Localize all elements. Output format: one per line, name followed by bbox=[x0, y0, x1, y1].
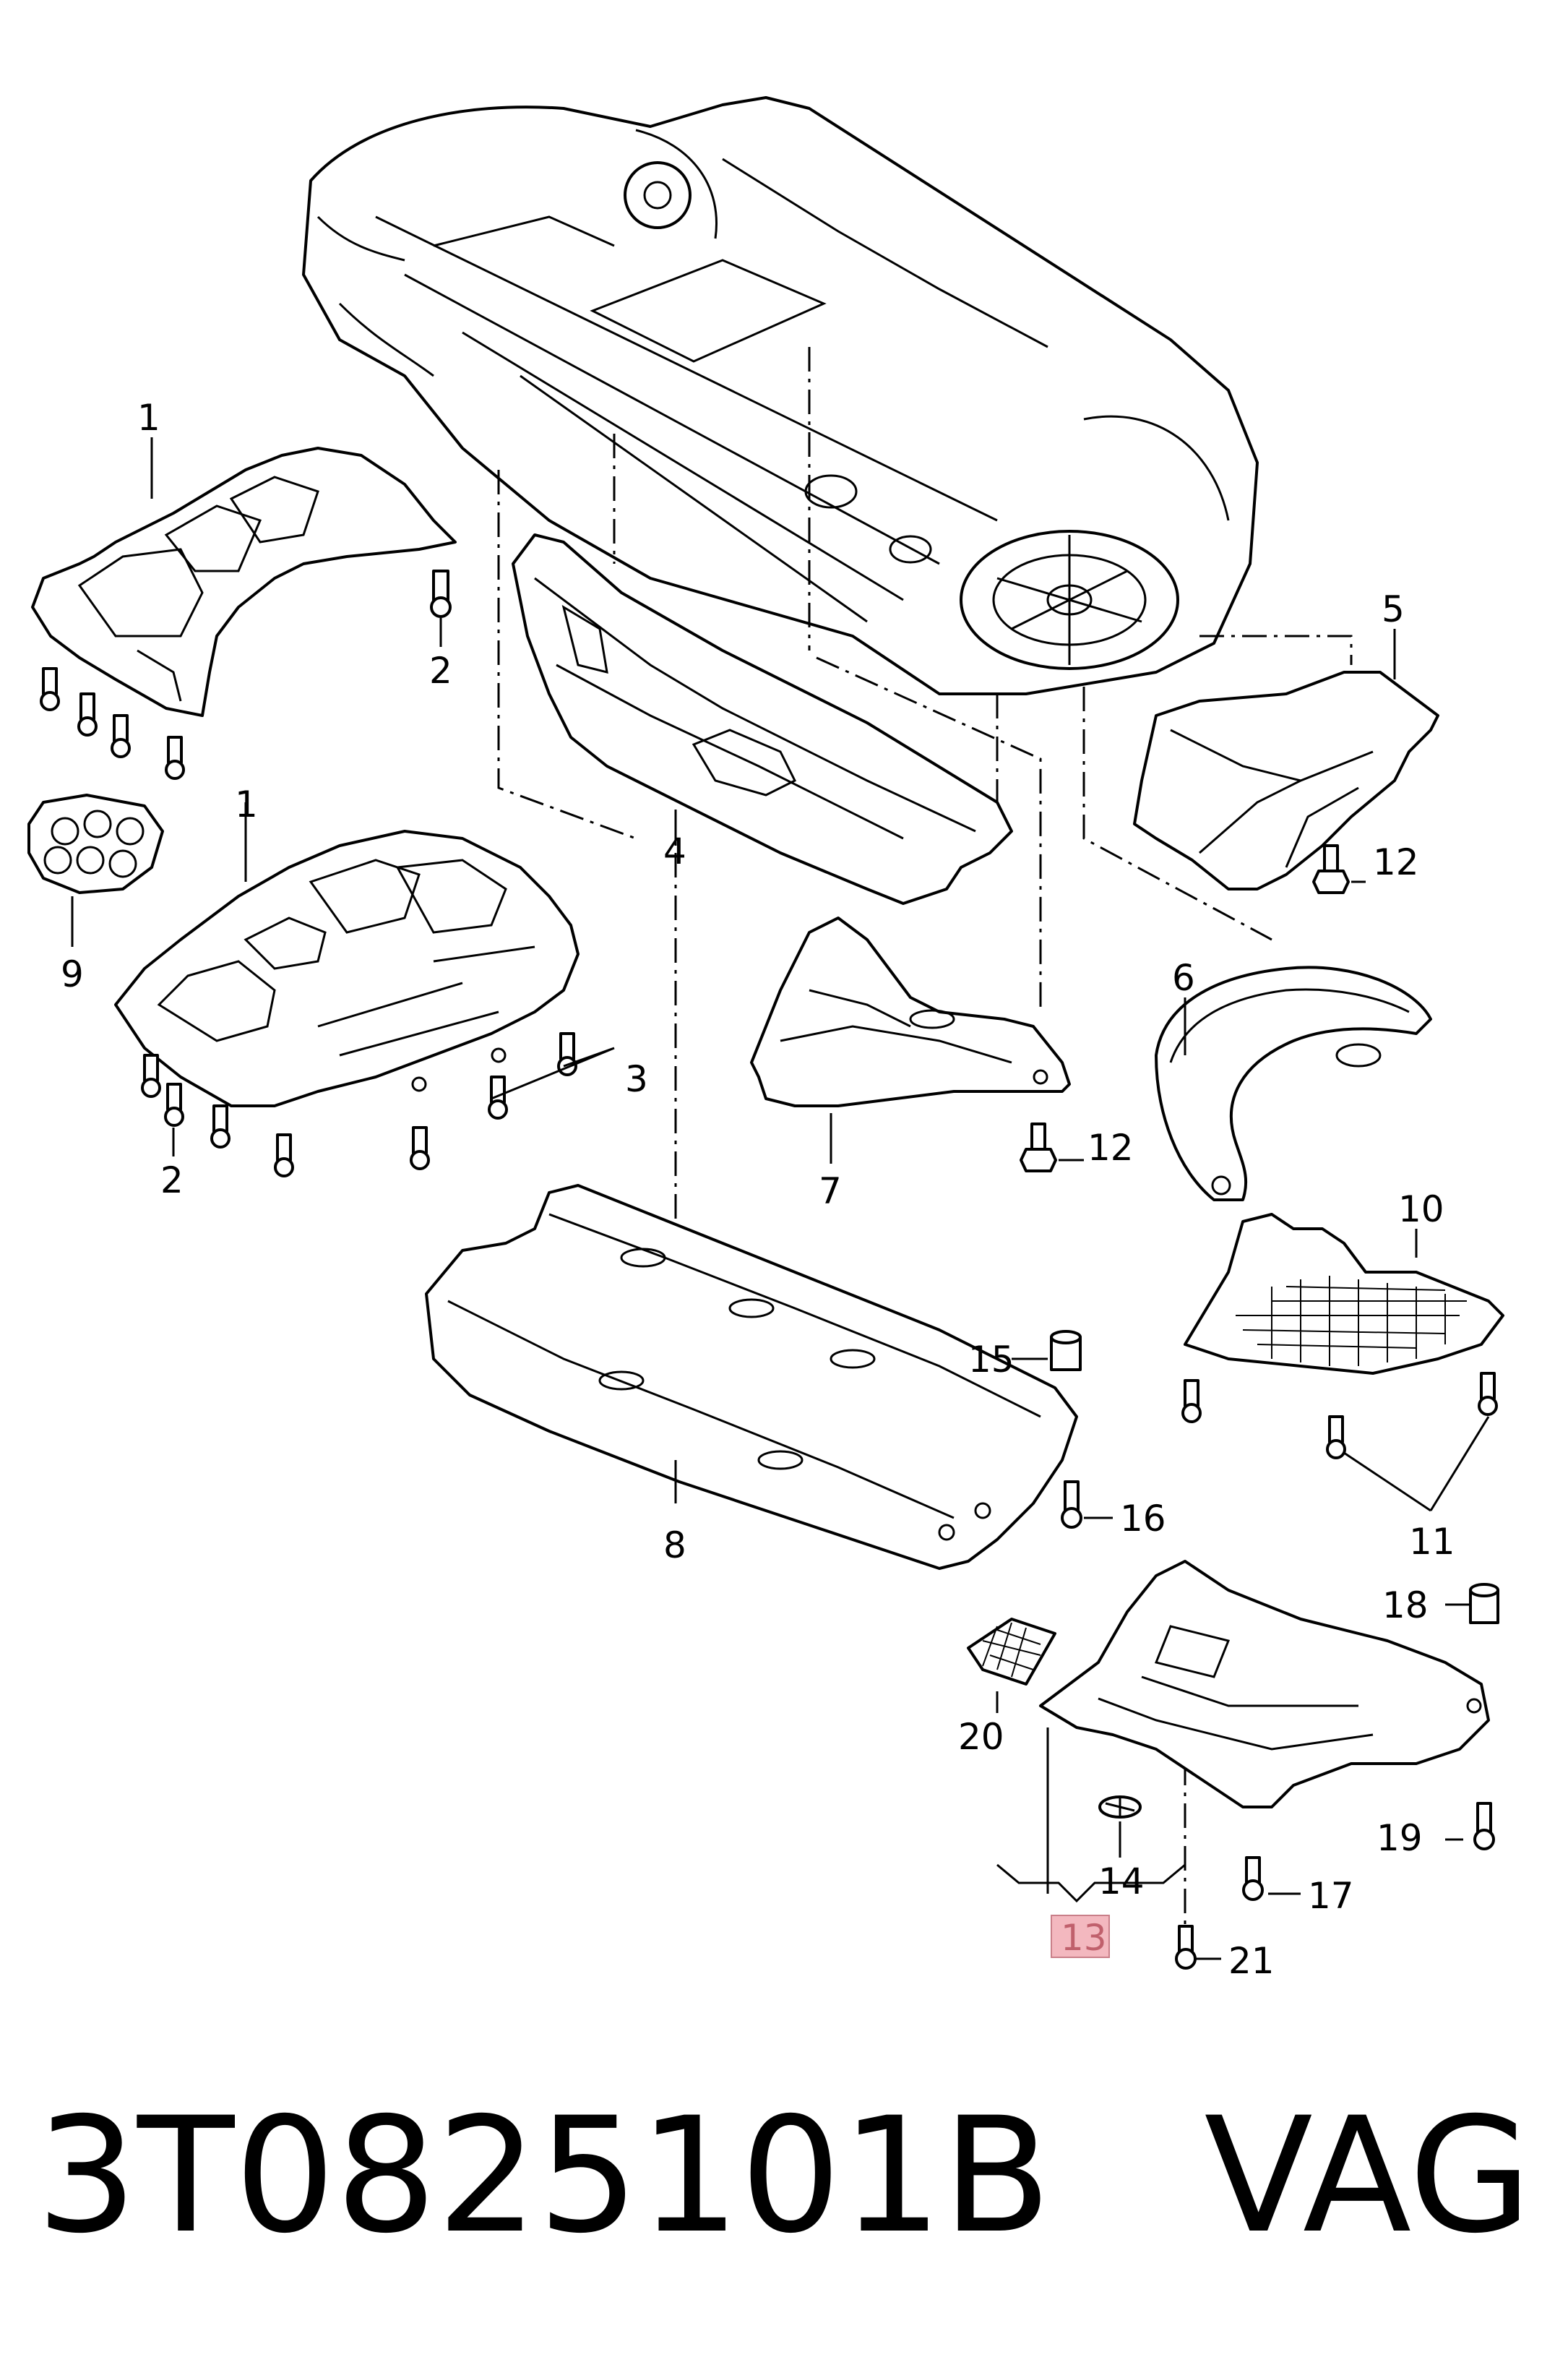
callout-1-lower: 1 bbox=[235, 784, 258, 825]
screw-icon bbox=[488, 1076, 508, 1120]
screw-icon bbox=[1175, 1925, 1197, 1970]
part-4-tunnel-cover bbox=[512, 533, 1013, 905]
callout-3: 3 bbox=[625, 1058, 648, 1100]
leader-lines bbox=[71, 437, 1490, 1960]
callout-6: 6 bbox=[1172, 957, 1195, 999]
screw-icon bbox=[1242, 1856, 1264, 1901]
screw-icon bbox=[430, 570, 452, 618]
callout-14: 14 bbox=[1098, 1860, 1145, 1902]
callout-7: 7 bbox=[819, 1170, 842, 1212]
part-14-clip bbox=[1098, 1795, 1142, 1819]
part-5-heat-shield bbox=[1133, 671, 1439, 890]
screw-icon bbox=[1181, 1379, 1202, 1423]
screw-icon bbox=[141, 1054, 161, 1098]
callout-2-upper: 2 bbox=[429, 650, 452, 692]
callouts: 1 2 1 9 2 3 4 5 12 6 7 12 8 10 11 15 16 … bbox=[61, 397, 1455, 1982]
screw-icon bbox=[77, 692, 98, 737]
screw-icon bbox=[1473, 1802, 1495, 1850]
screw-icon bbox=[1478, 1372, 1498, 1416]
screw-icon bbox=[1061, 1480, 1082, 1529]
part-1-upper-engine-guard bbox=[31, 447, 457, 717]
brand-label: VAG bbox=[1204, 2083, 1532, 2268]
callout-4: 4 bbox=[663, 830, 686, 872]
callout-20: 20 bbox=[958, 1716, 1004, 1758]
screw-icon bbox=[410, 1126, 430, 1170]
part-10-mesh-shield bbox=[1184, 1213, 1504, 1375]
part-7-shield bbox=[750, 917, 1071, 1107]
callout-18: 18 bbox=[1382, 1584, 1429, 1626]
part-20-mesh-pad bbox=[967, 1618, 1056, 1686]
part-13-side-cover bbox=[1039, 1560, 1490, 1808]
callout-9: 9 bbox=[61, 953, 84, 995]
screw-icon bbox=[210, 1104, 231, 1149]
relation-lines bbox=[497, 347, 1353, 1952]
screw-icon bbox=[165, 736, 185, 780]
bolt-icon bbox=[1312, 844, 1350, 894]
callout-1-upper: 1 bbox=[137, 397, 160, 439]
part-8-floor-panel bbox=[425, 1184, 1078, 1570]
callout-12-upper: 12 bbox=[1373, 841, 1419, 883]
part-number: 3T0825101B bbox=[36, 2083, 1052, 2268]
screw-icon bbox=[164, 1083, 184, 1127]
fasteners bbox=[40, 570, 1499, 1970]
callout-19: 19 bbox=[1377, 1817, 1423, 1859]
footer: 3T0825101B VAG bbox=[36, 2082, 1532, 2270]
screw-icon bbox=[557, 1032, 577, 1076]
callout-5: 5 bbox=[1382, 588, 1405, 630]
callout-21: 21 bbox=[1228, 1940, 1275, 1982]
callout-13: 13 bbox=[1061, 1917, 1107, 1959]
screw-icon bbox=[40, 667, 60, 711]
screw-icon bbox=[1326, 1415, 1346, 1459]
bolt-icon bbox=[1020, 1123, 1057, 1172]
part-9-grille bbox=[27, 794, 164, 894]
callout-2-lower: 2 bbox=[160, 1159, 184, 1201]
callout-13-highlight bbox=[1051, 1915, 1110, 1958]
callout-11: 11 bbox=[1409, 1521, 1455, 1563]
screw-icon bbox=[111, 714, 131, 758]
screw-icon bbox=[274, 1133, 294, 1177]
callout-17: 17 bbox=[1308, 1875, 1354, 1917]
callout-10: 10 bbox=[1398, 1188, 1444, 1230]
callout-15: 15 bbox=[968, 1339, 1015, 1381]
callout-8: 8 bbox=[663, 1524, 686, 1566]
part-1-lower-engine-guard bbox=[114, 830, 580, 1107]
callout-16: 16 bbox=[1120, 1498, 1166, 1540]
part-6-wheel-arch-liner bbox=[1155, 966, 1432, 1201]
nut-icon bbox=[1469, 1583, 1499, 1624]
nut-icon bbox=[1050, 1330, 1082, 1371]
callout-12-lower: 12 bbox=[1087, 1127, 1134, 1169]
vehicle-underbody bbox=[302, 96, 1259, 695]
